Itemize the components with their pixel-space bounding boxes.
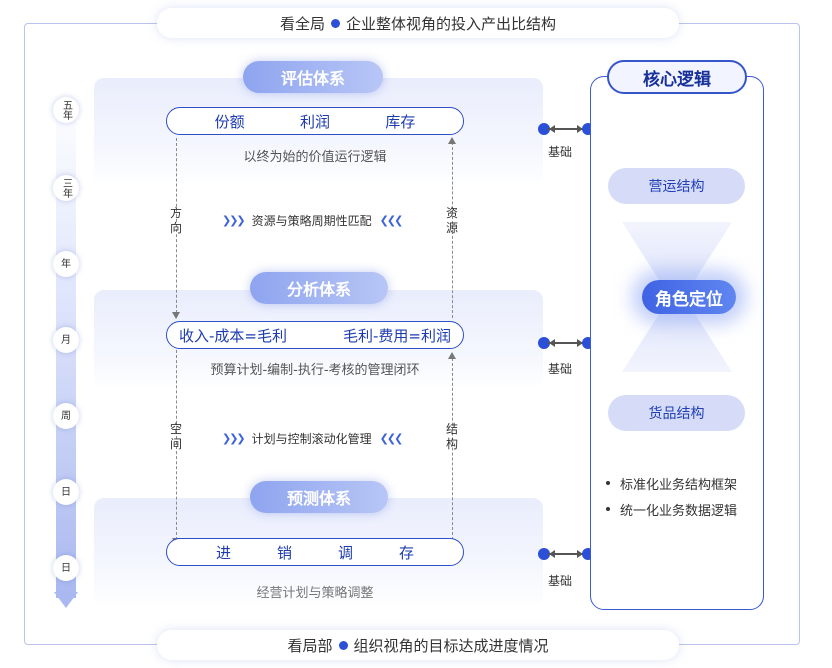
- arrow-left-icon: [549, 125, 555, 133]
- timeline-arrow-icon: [54, 592, 78, 608]
- connector-label: 基础: [548, 362, 573, 376]
- arrow-up-icon: [448, 137, 456, 144]
- forecast-bar: 进 销 调 存: [166, 538, 464, 566]
- evaluation-bar: 份额 利润 库存: [166, 107, 464, 135]
- bullet-icon: [606, 481, 610, 485]
- arrow-left-icon: [549, 550, 555, 558]
- analysis-item: 毛利-费用=利润: [343, 326, 451, 345]
- timeline-node: 五年: [53, 97, 79, 123]
- role-positioning-badge: 角色定位: [642, 280, 736, 314]
- chevrons-left-icon: ❮❮❮: [379, 214, 404, 227]
- forecast-item: 调: [337, 543, 353, 562]
- header-text: 企业整体视角的投入产出比结构: [346, 14, 557, 33]
- footer-text: 组织视角的目标达成进度情况: [353, 636, 549, 655]
- evaluation-title: 评估体系: [243, 61, 383, 93]
- connector-label: 基础: [548, 574, 573, 588]
- bullet-dot-icon: [331, 18, 340, 28]
- dashed-line: [176, 138, 177, 318]
- link1-left-label: 方向: [169, 206, 182, 235]
- timeline-node: 三年: [53, 175, 79, 201]
- arrow-up-icon: [448, 352, 456, 359]
- dashed-line: [452, 142, 453, 318]
- connector-line: [548, 128, 584, 130]
- connector-line: [548, 342, 584, 344]
- header-banner: 看全局 企业整体视角的投入产出比结构: [157, 8, 679, 38]
- product-structure-pill: 货品结构: [608, 395, 745, 431]
- arrow-right-icon: [577, 339, 583, 347]
- bullet-item: 标准化业务结构框架: [606, 470, 737, 496]
- connector: [538, 123, 594, 135]
- core-bullet-list: 标准化业务结构框架 统一化业务数据逻辑: [606, 470, 737, 522]
- footer-banner: 看局部 组织视角的目标达成进度情况: [157, 630, 679, 660]
- forecast-item: 存: [398, 543, 414, 562]
- timeline-node: 月: [53, 327, 79, 353]
- dashed-line: [176, 350, 177, 540]
- timeline-node: 年: [53, 251, 79, 277]
- forecast-caption: 经营计划与策略调整: [256, 586, 374, 601]
- analysis-title: 分析体系: [250, 272, 388, 304]
- link1-middle-text: 资源与策略周期性匹配: [251, 214, 372, 228]
- bullet-text: 统一化业务数据逻辑: [620, 503, 738, 519]
- forecast-item: 销: [276, 543, 292, 562]
- link1-middle: ❯❯❯ 资源与策略周期性匹配 ❮❮❮: [222, 212, 404, 229]
- forecast-item: 进: [215, 543, 231, 562]
- footer-prefix: 看局部: [287, 636, 333, 655]
- operation-structure-pill: 营运结构: [608, 168, 745, 204]
- bullet-icon: [606, 507, 610, 511]
- link2-middle-text: 计划与控制滚动化管理: [251, 432, 372, 446]
- analysis-item: 收入-成本=毛利: [179, 326, 287, 345]
- analysis-caption: 预算计划-编制-执行-考核的管理闭环: [210, 363, 420, 378]
- forecast-title: 预测体系: [250, 481, 388, 513]
- arrow-right-icon: [577, 125, 583, 133]
- bullet-dot-icon: [338, 640, 348, 650]
- arrow-down-icon: [172, 312, 180, 319]
- analysis-bar: 收入-成本=毛利 毛利-费用=利润: [166, 321, 464, 349]
- connector-label: 基础: [548, 145, 573, 159]
- dashed-line: [452, 358, 453, 540]
- evaluation-caption: 以终为始的价值运行逻辑: [243, 150, 387, 165]
- connector: [538, 337, 594, 349]
- bullet-item: 统一化业务数据逻辑: [606, 496, 737, 522]
- chevrons-right-icon: ❯❯❯: [222, 214, 246, 227]
- chevrons-left-icon: ❮❮❮: [379, 432, 404, 445]
- evaluation-item: 份额: [214, 112, 245, 131]
- chevrons-right-icon: ❯❯❯: [222, 432, 246, 445]
- connector-dot-icon: [538, 123, 550, 135]
- header-prefix: 看全局: [279, 14, 325, 33]
- link1-right-label: 资源: [445, 206, 458, 235]
- arrow-right-icon: [577, 550, 583, 558]
- timeline-node: 日: [53, 555, 79, 581]
- link2-middle: ❯❯❯ 计划与控制滚动化管理 ❮❮❮: [222, 430, 404, 447]
- arrow-left-icon: [549, 339, 555, 347]
- evaluation-item: 利润: [299, 112, 330, 131]
- core-title: 核心逻辑: [607, 60, 747, 94]
- link2-right-label: 结构: [445, 422, 458, 451]
- link2-left-label: 空间: [169, 422, 182, 451]
- connector: [538, 548, 594, 560]
- connector-dot-icon: [538, 337, 550, 349]
- evaluation-item: 库存: [385, 112, 416, 131]
- bullet-text: 标准化业务结构框架: [620, 477, 738, 493]
- connector-line: [548, 553, 584, 555]
- timeline-node: 日: [53, 479, 79, 505]
- connector-dot-icon: [538, 548, 550, 560]
- timeline-node: 周: [53, 403, 79, 429]
